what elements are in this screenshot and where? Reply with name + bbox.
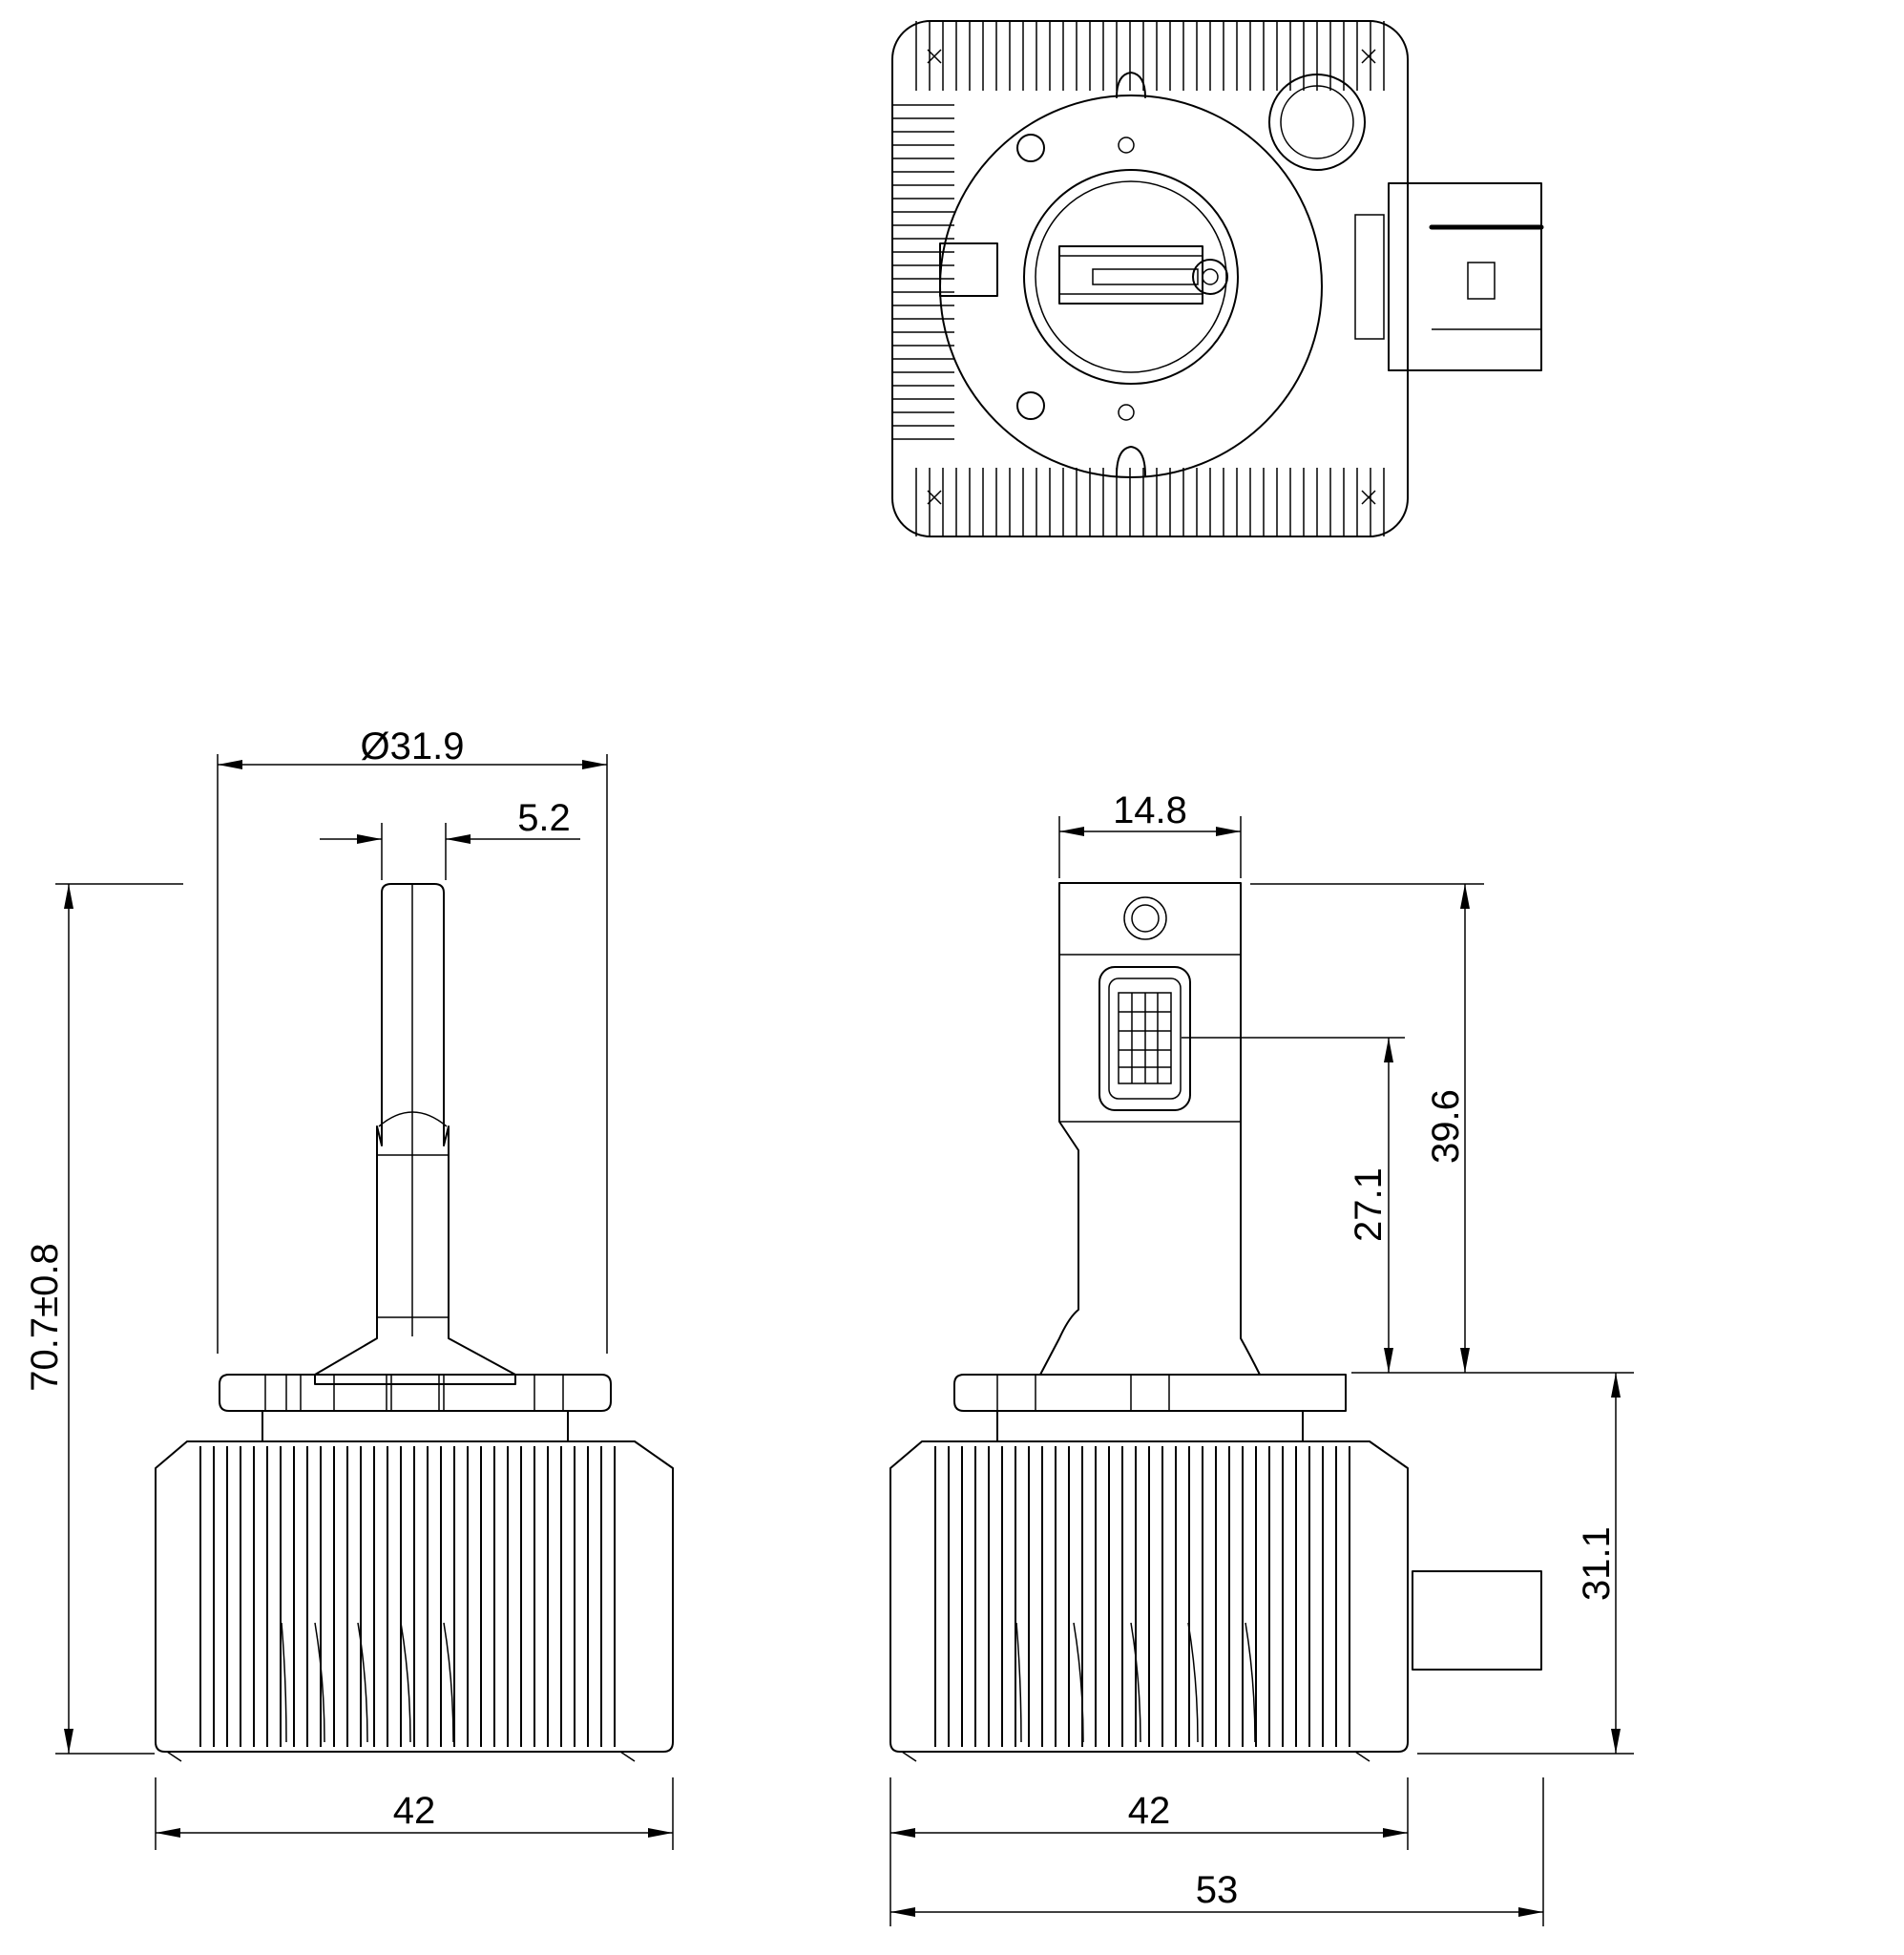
front-view-collar [996, 1410, 1304, 1442]
top-view-notch-bottom [1116, 446, 1146, 476]
side-view-heatsink-fins [199, 1446, 616, 1747]
side-view-foot [619, 1751, 636, 1762]
top-view-boss-inner [1280, 85, 1354, 159]
front-view-bulb [889, 882, 1542, 1762]
side-view-flange-details [264, 1375, 564, 1411]
dim-label-base-width-front: 42 [1128, 1790, 1171, 1832]
side-view-burner-shoulder [378, 1111, 448, 1127]
side-view-collar [262, 1410, 569, 1442]
front-view-inner-detail [1015, 1622, 1256, 1743]
top-view-tab-left-bottom [1016, 391, 1045, 420]
dim-label-overall-width: 53 [1196, 1869, 1239, 1911]
top-view-burner-pin [1192, 259, 1228, 295]
top-view-hole-bottom [1118, 404, 1135, 421]
front-view-connector [1412, 1570, 1542, 1671]
front-view-led-grid-lines [1119, 993, 1171, 1083]
dimension-lines: Ø31.9 5.2 70.7±0.8 42 [24, 725, 1634, 1926]
side-view-bulb [155, 883, 674, 1762]
side-view-heatsink [155, 1440, 674, 1753]
dim-label-overall-height: 70.7±0.8 [24, 1243, 66, 1391]
top-view-clip [939, 242, 998, 297]
dim-base-height: 31.1 [1417, 1373, 1634, 1755]
top-view-tab-left-top [1016, 134, 1045, 162]
top-view-notch-top [1116, 72, 1146, 98]
top-view-heatsink-fins [892, 21, 1385, 536]
top-view-burner-arc [1092, 268, 1199, 285]
top-view-hole-top [1118, 137, 1135, 154]
side-view-flange [219, 1374, 612, 1412]
dim-base-width-side: 42 [155, 1777, 674, 1850]
top-view-connector [1388, 182, 1542, 371]
side-view-inner-detail [281, 1622, 454, 1743]
dim-connector-height: 27.1 [1182, 1037, 1405, 1373]
top-view-housing [891, 20, 1409, 537]
dim-burner-width: 5.2 [320, 797, 580, 880]
front-view-stem-hole-inner [1131, 904, 1160, 933]
front-view-led-chip [1098, 966, 1191, 1111]
top-view-connector-pins [1354, 214, 1385, 340]
dim-label-burner-width: 5.2 [517, 797, 571, 839]
top-view-burner-plate [1058, 245, 1203, 305]
side-view-burner-stem [314, 883, 516, 1385]
front-view-heatsink-fins [934, 1446, 1350, 1747]
dim-label-stem-height: 39.6 [1425, 1089, 1467, 1164]
top-view-connector-window [1467, 262, 1496, 300]
dim-bulb-diameter: Ø31.9 [217, 725, 608, 1354]
dim-stem-height: 39.6 [1250, 883, 1634, 1374]
dim-label-stem-width: 14.8 [1113, 789, 1187, 831]
side-view-foot [166, 1751, 182, 1762]
top-view-socket-outer [1023, 169, 1239, 385]
front-view-stem [1039, 882, 1261, 1376]
top-view-burner-pin-core [1202, 268, 1219, 285]
dim-base-width-front: 42 [889, 1777, 1409, 1926]
top-view-corner-screws [927, 49, 1376, 505]
dim-label-connector-height: 27.1 [1348, 1167, 1390, 1242]
dim-stem-width: 14.8 [1058, 789, 1242, 878]
top-view-bulb-base [891, 20, 1544, 537]
front-view-stem-hole [1123, 896, 1167, 940]
dim-overall-width: 53 [890, 1777, 1544, 1926]
front-view-heatsink [889, 1440, 1409, 1753]
front-view-led-chip-inner [1108, 978, 1182, 1100]
dim-overall-height: 70.7±0.8 [24, 883, 183, 1755]
dim-label-base-height: 31.1 [1576, 1526, 1618, 1601]
front-view-flange-details [996, 1375, 1170, 1411]
front-view-foot [901, 1751, 917, 1762]
front-view-flange [953, 1374, 1347, 1412]
dim-label-base-width-side: 42 [393, 1790, 436, 1832]
front-view-foot [1354, 1751, 1370, 1762]
dim-label-bulb-diameter: Ø31.9 [361, 725, 465, 767]
top-view-boss [1268, 74, 1366, 171]
